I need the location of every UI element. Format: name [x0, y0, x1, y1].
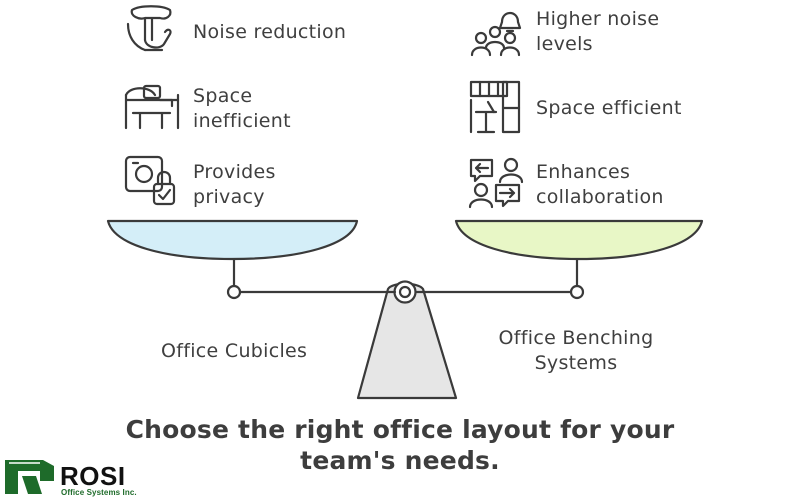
- left-item-noise-reduction: Noise reduction: [193, 21, 347, 43]
- rosi-logo-mark: [5, 460, 54, 494]
- right-side-label: Office Benching Systems: [498, 327, 654, 374]
- bell-group-icon: [470, 11, 522, 57]
- bench-desks-icon: [469, 80, 521, 134]
- silence-finger-icon: [126, 5, 172, 52]
- left-item-space-inefficient: Space inefficient: [193, 85, 291, 132]
- right-item-higher-noise: Higher noise levels: [536, 8, 660, 55]
- scale-stand: [356, 280, 458, 400]
- privacy-lock-icon: [124, 155, 176, 206]
- left-side-label: Office Cubicles: [161, 340, 308, 362]
- right-pan: [454, 219, 704, 261]
- logo-subtitle: Office Systems Inc.: [61, 488, 137, 497]
- headline: Choose the right office layout for your …: [125, 415, 675, 475]
- right-item-enhances-collaboration: Enhances collaboration: [536, 161, 664, 208]
- logo-name: ROSI: [60, 461, 126, 491]
- left-pan: [106, 219, 359, 261]
- right-item-space-efficient: Space efficient: [536, 97, 682, 119]
- desk-cubicle-icon: [124, 84, 180, 130]
- left-item-provides-privacy: Provides privacy: [193, 161, 276, 208]
- scale-beam: [226, 256, 585, 300]
- chat-exchange-icon: [468, 157, 524, 209]
